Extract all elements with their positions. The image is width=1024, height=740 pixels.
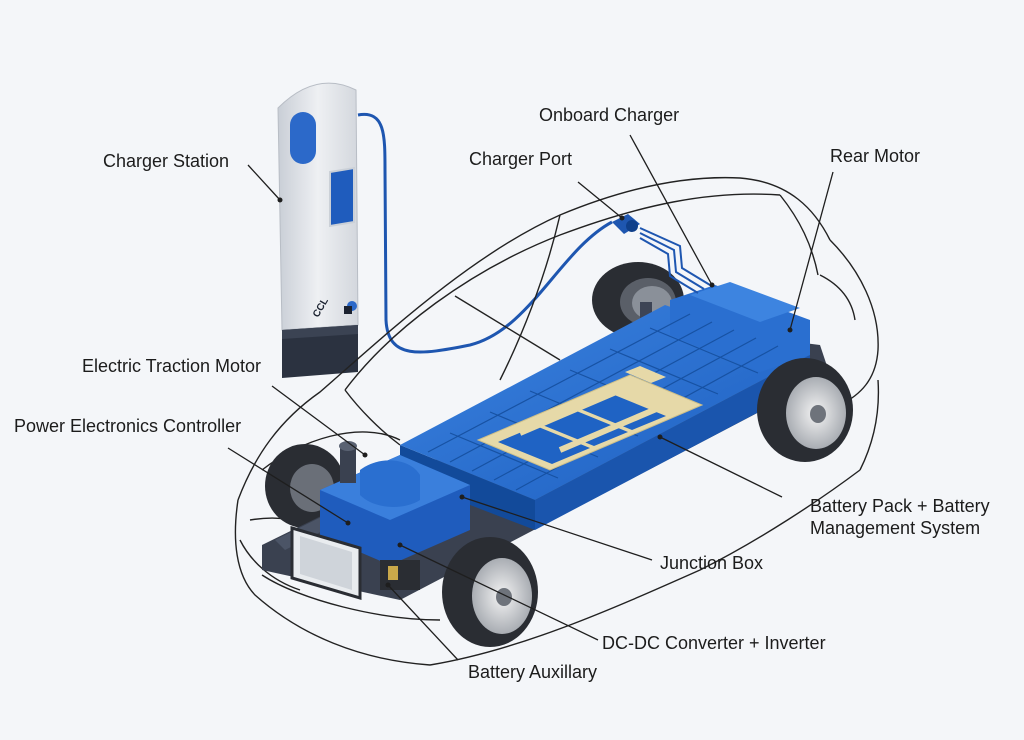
wheel-front-right	[442, 537, 538, 647]
label-onboard-charger: Onboard Charger	[539, 105, 680, 125]
station-screen	[329, 166, 355, 228]
leader-lines	[227, 134, 834, 661]
label-junction-box: Junction Box	[660, 553, 764, 573]
charger-port	[612, 214, 711, 294]
wheel-rear-right	[757, 358, 853, 462]
label-electric-traction-motor: Electric Traction Motor	[82, 356, 262, 376]
label-battery-pack-line2: Management System	[810, 518, 981, 538]
label-battery-auxiliary: Battery Auxillary	[468, 662, 598, 682]
charger-station: CCL	[277, 82, 359, 378]
front-block	[290, 525, 420, 601]
station-light-panel	[290, 112, 316, 164]
label-dc-dc-converter: DC-DC Converter + Inverter	[602, 633, 826, 653]
charging-cable	[357, 112, 613, 354]
label-charger-port: Charger Port	[469, 149, 573, 169]
battery-pack	[400, 282, 810, 530]
label-rear-motor: Rear Motor	[830, 146, 921, 166]
label-battery-pack-line1: Battery Pack + Battery	[810, 496, 990, 516]
label-charger-station: Charger Station	[103, 151, 230, 171]
battery-icon	[476, 366, 704, 471]
front-motor-assembly	[320, 441, 470, 565]
label-power-electronics-controller: Power Electronics Controller	[14, 416, 242, 436]
